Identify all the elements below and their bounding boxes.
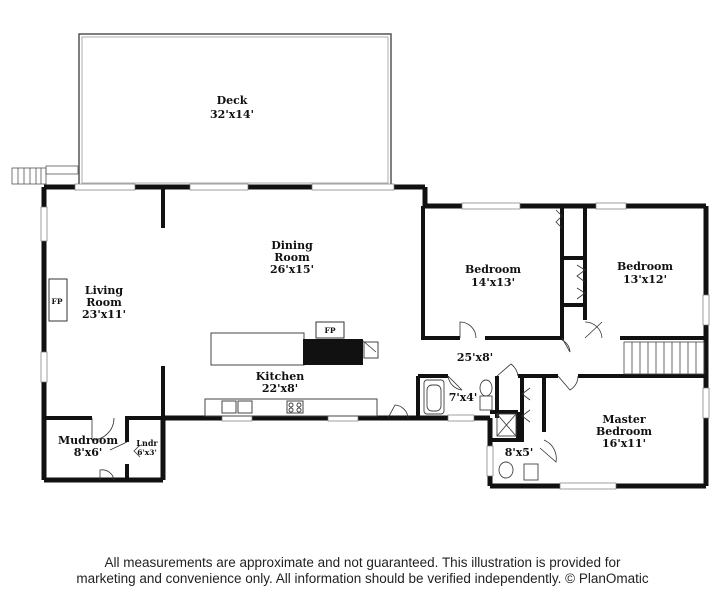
living-name-line1: Living [85,284,123,297]
interior-walls [44,187,706,480]
kitchen-dims: 22'x8' [262,382,298,395]
master-name-line1: Master [602,413,646,426]
mudroom-dims: 8'x6' [74,446,103,459]
bedroom2-name: Bedroom [617,260,673,273]
laundry-name: Lndr [136,438,158,448]
bath1-dims: 7'x4' [449,391,478,404]
windows [40,183,710,490]
bath-fixtures [423,379,539,481]
living-fireplace [48,278,68,322]
living-fireplace-label: FP [52,297,63,306]
kitchen-name: Kitchen [256,370,305,383]
kitchen-island [210,332,305,366]
hall-dims: 25'x8' [457,351,493,364]
deck-dims: 32'x14' [210,108,254,121]
dining-fireplace-label: FP [325,326,336,335]
mudroom-name: Mudroom [58,434,118,447]
dining-fireplace [303,321,363,365]
master-name-line2: Bedroom [596,425,652,438]
bedroom1-dims: 14'x13' [471,276,515,289]
living-name-line2: Room [86,296,122,309]
disclaimer-line1: All measurements are approximate and not… [104,555,621,570]
deck-name: Deck [217,94,248,107]
hall-stairs [623,341,705,375]
laundry-dims: 6'x3' [137,448,157,457]
living-dims: 23'x11' [82,308,126,321]
bedroom1-name: Bedroom [465,263,521,276]
room-labels: Deck 32'x14' Dining Room 26'x15' Living … [52,94,674,459]
doors [91,321,603,481]
dining-dims: 26'x15' [270,263,314,276]
kitchen-counter [204,341,379,417]
disclaimer-line2: marketing and convenience only. All info… [76,571,649,586]
master-dims: 16'x11' [602,437,646,450]
deck-stairs [11,165,79,185]
closet-doors [133,209,586,458]
dining-name-line1: Dining [271,239,313,252]
bedroom2-dims: 13'x12' [623,273,667,286]
floor-plan: Deck 32'x14' Dining Room 26'x15' Living … [11,33,710,490]
disclaimer: All measurements are approximate and not… [0,555,725,587]
bath2-dims: 8'x5' [505,446,534,459]
dining-name-line2: Room [274,251,310,264]
